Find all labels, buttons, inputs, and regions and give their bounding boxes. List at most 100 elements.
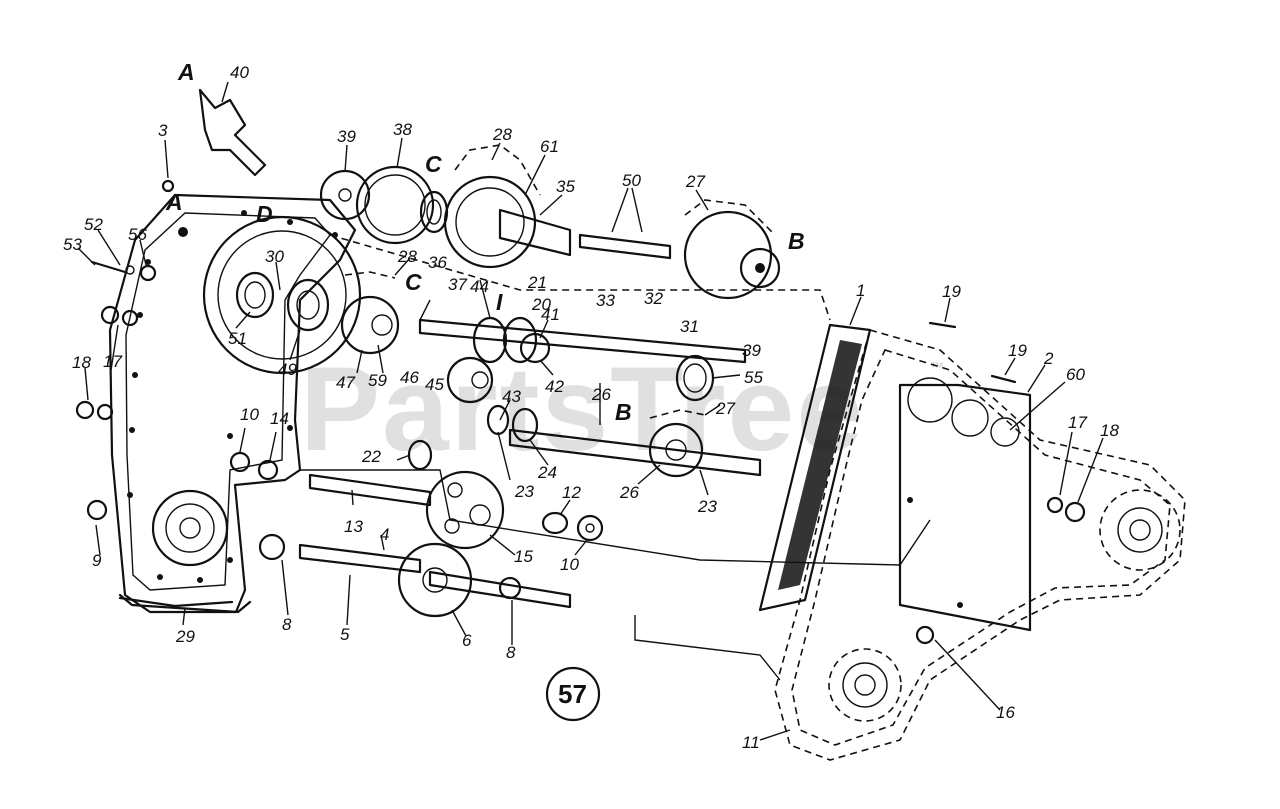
- part-number: 42: [545, 377, 564, 396]
- part-number: 2: [1043, 349, 1054, 368]
- gear-15: [425, 470, 505, 550]
- washer-39: [319, 169, 371, 221]
- part-number: 37: [448, 275, 467, 294]
- sprocket-47: [340, 295, 400, 355]
- spacers-23-24: [229, 404, 604, 600]
- part-number: 26: [619, 483, 639, 502]
- part-number: 22: [361, 447, 381, 466]
- leader-lines: [77, 81, 1104, 741]
- callout-letter: D: [256, 201, 273, 227]
- part-number: 20: [531, 295, 551, 314]
- part-number: 53: [63, 235, 82, 254]
- part-number: 51: [228, 329, 247, 348]
- part-number: 39: [742, 341, 761, 360]
- part-number: 17: [103, 352, 122, 371]
- part-number: 32: [644, 289, 663, 308]
- part-number: 45: [425, 375, 444, 394]
- callout-letter: A: [165, 189, 183, 215]
- part-number: 46: [400, 368, 419, 387]
- sprocket-31: [683, 210, 781, 300]
- sprocket-38: [355, 165, 435, 245]
- callout-letter: C: [425, 151, 442, 177]
- callout-letter: I: [496, 289, 503, 315]
- part-number: 8: [506, 643, 516, 662]
- part-number: 44: [470, 277, 489, 296]
- assembly-guide-line-top: [329, 234, 831, 321]
- page-number-badge: [545, 666, 601, 722]
- right-housing: [774, 329, 1186, 761]
- part-number: 18: [1100, 421, 1119, 440]
- part-number: 39: [337, 127, 356, 146]
- part-number: 27: [685, 172, 705, 191]
- part-number: 30: [265, 247, 284, 266]
- watermark-text: PartsTree: [300, 342, 865, 476]
- part-number: 49: [278, 360, 297, 379]
- part-number: 10: [240, 405, 259, 424]
- part-number: 23: [697, 497, 717, 516]
- part-number: 4: [380, 525, 389, 544]
- chain-27-lower: [649, 409, 706, 419]
- part-number: 24: [537, 463, 557, 482]
- part-number: 40: [230, 63, 249, 82]
- housing-rear-contour: [300, 469, 931, 566]
- part-number: 6: [462, 631, 472, 650]
- left-housing-bottom-hub: [151, 489, 229, 567]
- bearing-43: [446, 356, 494, 404]
- part-number: 14: [270, 409, 289, 428]
- part-number: 43: [502, 387, 521, 406]
- chain-28-upper: [454, 144, 541, 196]
- part-number: 47: [336, 373, 355, 392]
- bearing-51: [235, 271, 275, 319]
- callout-letter: B: [615, 399, 632, 425]
- bearing-36: [419, 190, 449, 234]
- part-number: 11: [742, 733, 760, 752]
- part-number: 28: [492, 125, 512, 144]
- part-number: 26: [591, 385, 611, 404]
- part-number: 13: [344, 517, 363, 536]
- page-number: 57: [558, 679, 587, 709]
- chain-27-upper: [684, 199, 776, 236]
- callout-letter: B: [788, 228, 805, 254]
- part-number: 31: [680, 317, 699, 336]
- gasket-strip: [758, 323, 872, 612]
- part-number: 19: [1008, 341, 1027, 360]
- watermark-trademark: ™: [930, 359, 944, 375]
- part-number: 3: [158, 121, 168, 140]
- part-number: 33: [596, 291, 615, 310]
- part-number: 12: [562, 483, 581, 502]
- part-number: 15: [514, 547, 533, 566]
- sprocket-37: [443, 175, 537, 269]
- part-number: 38: [393, 120, 412, 139]
- gear-6: [397, 542, 473, 618]
- part-number: 1: [856, 281, 865, 300]
- part-number: 19: [942, 282, 961, 301]
- part-number: 35: [556, 177, 575, 196]
- part-number: 60: [1066, 365, 1085, 384]
- part-number: 61: [540, 137, 559, 156]
- part-number: 10: [560, 555, 579, 574]
- shift-lever: [198, 88, 267, 177]
- part-number: 16: [996, 703, 1015, 722]
- part-number: 59: [368, 371, 387, 390]
- fasteners: [75, 179, 1086, 645]
- part-number: 27: [715, 399, 735, 418]
- part-number: 55: [744, 368, 763, 387]
- callout-letter: C: [405, 269, 422, 295]
- part-number: 9: [92, 551, 102, 570]
- sprocket-26: [648, 422, 704, 478]
- part-number: 50: [622, 171, 641, 190]
- part-number: 56: [128, 225, 147, 244]
- part-number: 21: [527, 273, 547, 292]
- part-number: 18: [72, 353, 91, 372]
- part-number: 17: [1068, 413, 1087, 432]
- shafts: [298, 208, 762, 609]
- left-housing-cover-disc: [202, 215, 362, 375]
- part-number: 23: [514, 482, 534, 501]
- part-number: 5: [340, 625, 350, 644]
- part-number: 36: [428, 253, 447, 272]
- part-number: 8: [282, 615, 292, 634]
- chain-28-lower: [344, 271, 396, 279]
- part-number: 28: [397, 247, 417, 266]
